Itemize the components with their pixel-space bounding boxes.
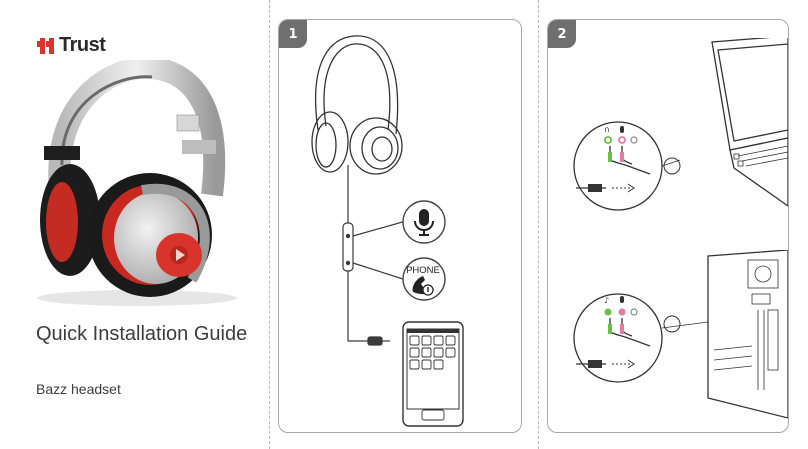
page-divider-right — [538, 0, 539, 449]
laptop-icon — [672, 38, 788, 208]
svg-text:∩: ∩ — [604, 125, 610, 134]
step-2-number: 2 — [548, 20, 576, 48]
microphone-icon[interactable] — [401, 199, 447, 245]
desktop-tower-icon — [702, 250, 788, 420]
phone-label: PHONE — [403, 265, 443, 276]
laptop-jack-callout: ∩ — [572, 118, 682, 218]
product-name: Bazz headset — [36, 381, 121, 397]
phone-button-icon[interactable] — [401, 256, 447, 302]
svg-text:♪: ♪ — [604, 296, 609, 305]
brand-logo: Trust — [37, 34, 105, 57]
page-divider-left — [269, 0, 270, 449]
headphone-icon — [296, 30, 416, 180]
desktop-jack-callout: ♪ — [572, 288, 712, 398]
guide-title: Quick Installation Guide — [36, 323, 247, 346]
product-photo — [22, 60, 252, 310]
trust-logo-icon — [37, 38, 57, 54]
brand-name: Trust — [59, 34, 105, 57]
smartphone-icon — [402, 321, 464, 427]
